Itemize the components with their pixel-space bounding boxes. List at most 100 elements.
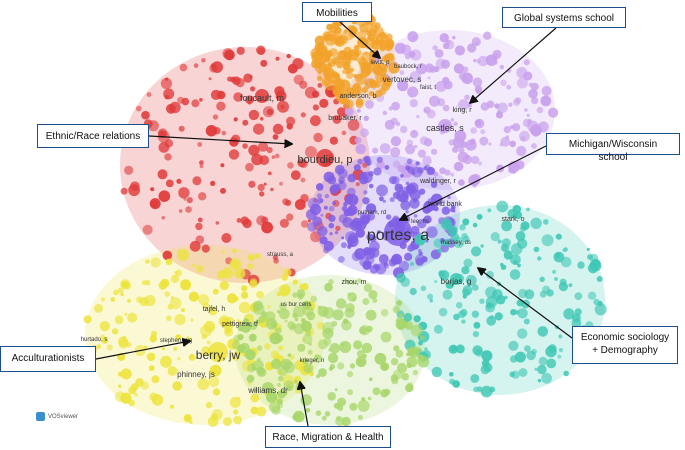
network-node (271, 155, 276, 159)
network-node (537, 378, 542, 383)
network-node (499, 64, 504, 70)
network-node (277, 382, 282, 387)
network-node (180, 279, 192, 291)
network-node (359, 326, 367, 335)
network-node (526, 350, 536, 361)
network-node (306, 311, 316, 321)
network-node (181, 308, 185, 313)
network-node (319, 98, 329, 108)
network-node (379, 196, 384, 202)
network-node (322, 67, 335, 79)
network-node (419, 335, 425, 341)
network-node (357, 415, 363, 420)
network-node (267, 305, 271, 309)
network-node (480, 244, 484, 248)
network-node (328, 205, 335, 212)
network-node (382, 68, 387, 73)
network-node (319, 51, 331, 63)
author-label: tajfel, h (203, 306, 226, 313)
network-node (465, 274, 477, 286)
network-node (120, 392, 132, 404)
network-node (316, 193, 323, 199)
network-node (287, 63, 298, 74)
network-node (587, 254, 593, 260)
network-node (329, 136, 338, 145)
network-node (431, 148, 438, 155)
network-node (254, 252, 261, 259)
network-node (94, 303, 103, 313)
network-node (99, 321, 110, 332)
hub-node (316, 149, 334, 167)
network-node (380, 331, 392, 343)
network-node (465, 139, 477, 151)
network-node (250, 86, 256, 92)
network-node (530, 217, 542, 229)
network-node (293, 323, 305, 335)
network-node (267, 171, 272, 176)
network-node (253, 123, 265, 135)
network-node (287, 353, 291, 357)
network-node (471, 155, 480, 165)
network-node (303, 363, 314, 374)
network-node (337, 107, 346, 116)
network-node (219, 280, 229, 291)
network-node (432, 45, 438, 51)
network-node (526, 207, 530, 212)
network-node (164, 153, 172, 161)
network-node (175, 269, 183, 277)
network-node (249, 280, 258, 289)
network-node (120, 292, 124, 297)
hub-node (208, 342, 228, 362)
network-node (410, 351, 415, 356)
network-node (390, 117, 398, 125)
network-node (574, 308, 582, 316)
network-node (229, 137, 239, 147)
network-node (352, 297, 357, 302)
network-node (363, 37, 376, 50)
network-node (450, 232, 460, 242)
network-node (362, 260, 372, 270)
network-node (509, 269, 521, 280)
network-node (257, 183, 265, 192)
network-node (424, 63, 435, 73)
network-node (229, 396, 241, 408)
network-node (345, 303, 355, 313)
network-node (158, 190, 171, 202)
network-node (300, 112, 306, 118)
network-node (515, 231, 526, 241)
network-node (327, 62, 332, 67)
network-node (508, 340, 519, 351)
network-node (418, 251, 423, 256)
network-node (368, 183, 374, 189)
network-node (423, 108, 427, 113)
network-node (265, 318, 278, 330)
network-node (315, 410, 322, 417)
network-node (188, 291, 199, 302)
network-node (373, 80, 381, 88)
network-node (279, 302, 287, 311)
network-node (201, 244, 210, 253)
callout-global-systems-text: Global systems school (513, 13, 615, 24)
network-node (383, 64, 389, 69)
network-node (268, 401, 281, 413)
network-node (135, 105, 142, 112)
network-node (453, 161, 464, 172)
network-node (189, 354, 194, 359)
network-node (433, 66, 440, 73)
network-node (400, 200, 411, 211)
network-node (390, 256, 400, 265)
network-node (229, 258, 242, 270)
network-node (176, 248, 189, 261)
network-node (279, 181, 283, 186)
author-label: williams, dr (247, 386, 288, 395)
network-node (554, 277, 558, 281)
network-node (334, 164, 345, 175)
network-node (471, 246, 482, 257)
author-label: brubaker, r (328, 115, 362, 122)
network-node (350, 51, 355, 56)
network-node (293, 410, 305, 423)
network-node (277, 389, 286, 399)
network-node (172, 381, 182, 391)
network-node (206, 340, 211, 345)
network-node (429, 299, 433, 303)
